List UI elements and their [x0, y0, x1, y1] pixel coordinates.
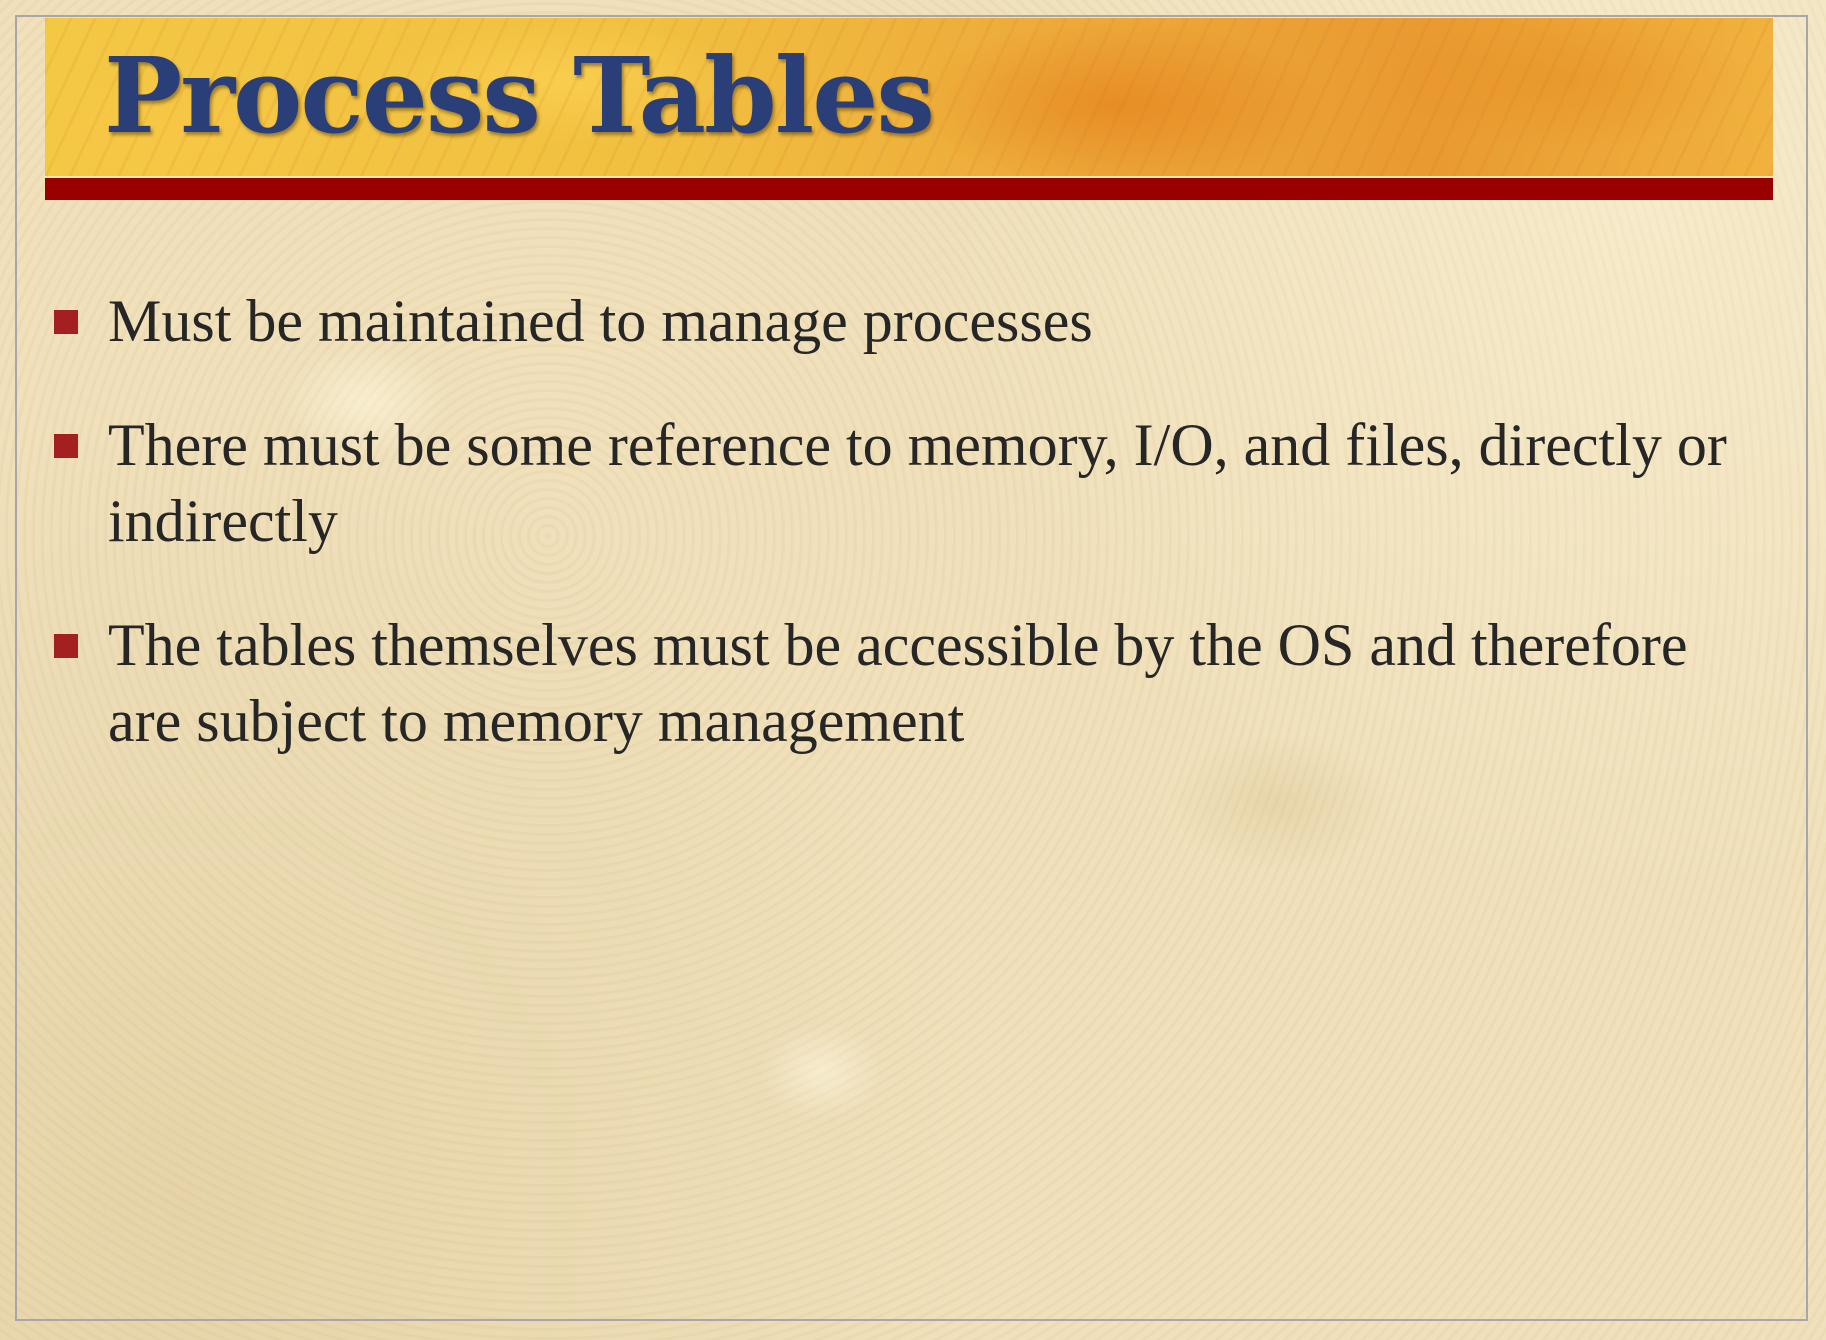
title-accent-bar [45, 176, 1773, 200]
bullet-item: There must be some reference to memory, … [52, 407, 1752, 559]
bullet-text: The tables themselves must be accessible… [108, 612, 1688, 754]
bullet-list: Must be maintained to manage processes T… [52, 283, 1752, 807]
title-banner [45, 18, 1773, 176]
slide-frame [15, 15, 1808, 1321]
slide-title: Process Tables [104, 34, 935, 157]
bullet-item: The tables themselves must be accessible… [52, 607, 1752, 759]
square-bullet-icon [54, 434, 78, 458]
bullet-text: Must be maintained to manage processes [108, 288, 1093, 354]
bullet-text: There must be some reference to memory, … [108, 412, 1727, 554]
bullet-item: Must be maintained to manage processes [52, 283, 1752, 359]
square-bullet-icon [54, 310, 78, 334]
square-bullet-icon [54, 634, 78, 658]
